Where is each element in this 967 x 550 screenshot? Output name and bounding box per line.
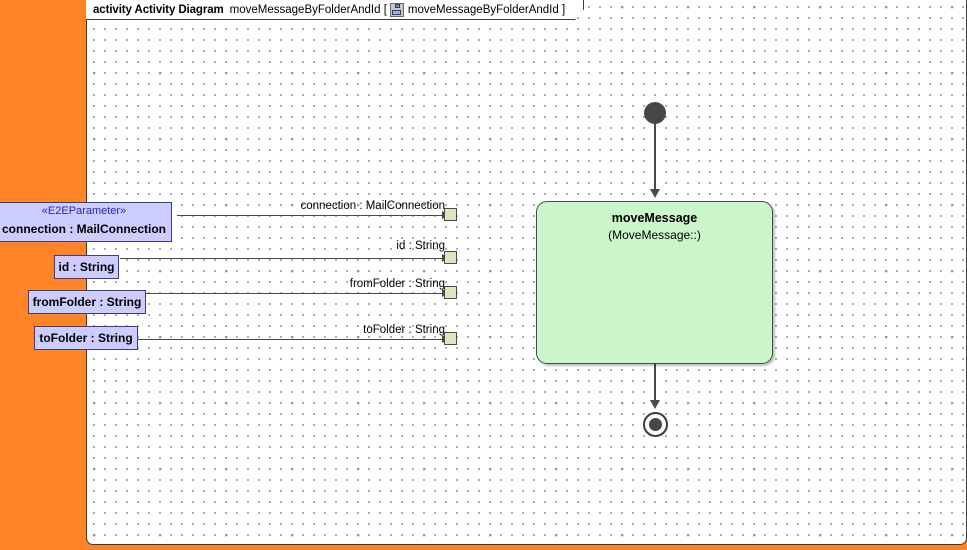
activity-diagram-frame: connection : MailConnection id : String …	[86, 0, 967, 545]
control-flow-line-final	[654, 364, 656, 403]
input-pin-id[interactable]	[444, 251, 457, 264]
parameter-stereotype: «E2EParameter»	[41, 205, 127, 217]
activity-final-node[interactable]	[643, 412, 668, 437]
initial-node[interactable]	[644, 102, 666, 124]
flow-line-connection	[177, 215, 444, 216]
parameter-node-fromfolder[interactable]: fromFolder : String	[28, 290, 146, 314]
diagram-keyword: activity Activity Diagram	[93, 3, 224, 16]
input-pin-tofolder[interactable]	[444, 332, 457, 345]
edge-label-fromfolder: fromFolder : String	[349, 278, 445, 290]
input-pin-connection[interactable]	[444, 208, 457, 221]
control-flow-line-initial	[654, 113, 656, 191]
parameter-label-tofolder: toFolder : String	[39, 331, 133, 345]
input-pin-fromfolder[interactable]	[444, 286, 457, 299]
activity-node-title: moveMessage	[611, 211, 698, 225]
diagram-title-tab[interactable]: activity Activity Diagram moveMessageByF…	[86, 0, 584, 20]
flow-line-fromfolder	[87, 293, 444, 294]
diagram-qualified-name: moveMessageByFolderAndId ]	[407, 3, 566, 16]
flow-line-tofolder	[87, 339, 444, 340]
parameter-node-connection[interactable]: «E2EParameter» connection : MailConnecti…	[0, 202, 172, 242]
parameter-node-id[interactable]: id : String	[54, 255, 119, 279]
diagram-name: moveMessageByFolderAndId [	[229, 3, 387, 16]
parameter-label-id: id : String	[58, 260, 115, 274]
edge-label-connection: connection : MailConnection	[300, 200, 445, 212]
activity-node-movemessage[interactable]: moveMessage (MoveMessage::)	[536, 201, 773, 364]
edge-label-tofolder: toFolder : String	[363, 324, 445, 336]
parameter-node-tofolder[interactable]: toFolder : String	[34, 326, 138, 350]
edge-label-id: id : String	[396, 240, 445, 252]
parameter-label-fromfolder: fromFolder : String	[32, 295, 142, 309]
parameter-label-connection: connection : MailConnection	[2, 222, 166, 236]
activity-node-subtitle: (MoveMessage::)	[608, 228, 701, 242]
control-flow-arrow-initial	[650, 189, 660, 198]
control-flow-arrow-final	[650, 400, 660, 409]
activity-diagram-icon	[390, 3, 404, 17]
flow-line-id	[120, 258, 444, 259]
